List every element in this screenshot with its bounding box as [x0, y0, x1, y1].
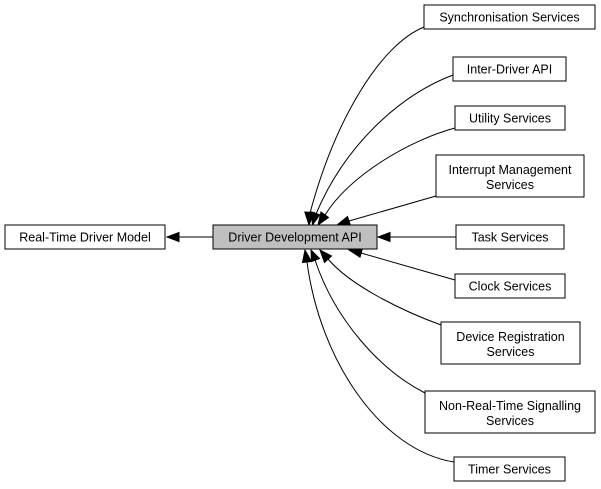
node-label: Task Services [471, 231, 548, 245]
node-task-services[interactable]: Task Services [455, 224, 565, 250]
node-label: Real-Time Driver Model [19, 231, 151, 245]
node-label: Services [487, 345, 535, 359]
node-utility-services[interactable]: Utility Services [454, 105, 566, 131]
edge-clock-to-dda [347, 247, 456, 281]
node-synchronisation-services[interactable]: Synchronisation Services [423, 4, 596, 30]
node-inter-driver-api[interactable]: Inter-Driver API [452, 56, 567, 82]
node-label: Timer Services [468, 463, 551, 477]
edge-synchronisation-to-dda [304, 26, 425, 227]
edge-device-registration-to-dda [319, 248, 442, 326]
node-label: Synchronisation Services [439, 11, 579, 25]
node-label: Utility Services [469, 112, 551, 126]
node-label: Interrupt Management [449, 163, 573, 177]
edge-nrt-signalling-to-dda [310, 248, 426, 394]
edge-task-to-dda [376, 231, 456, 243]
node-label: Services [486, 414, 534, 428]
node-label: Services [486, 178, 534, 192]
edges [165, 26, 456, 463]
edge-dda-to-rtdm [165, 231, 213, 243]
node-non-real-time-signalling-services[interactable]: Non-Real-Time Signalling Services [424, 390, 596, 434]
node-label: Clock Services [469, 280, 552, 294]
edge-inter-driver-to-dda [310, 74, 454, 227]
nodes: Real-Time Driver Model Driver Developmen… [4, 4, 596, 482]
node-device-registration-services[interactable]: Device Registration Services [440, 321, 581, 365]
node-driver-development-api[interactable]: Driver Development API [212, 224, 378, 250]
node-interrupt-management-services[interactable]: Interrupt Management Services [435, 154, 585, 198]
node-label: Non-Real-Time Signalling [439, 399, 581, 413]
node-label: Device Registration [456, 330, 564, 344]
node-clock-services[interactable]: Clock Services [454, 273, 566, 299]
node-timer-services[interactable]: Timer Services [453, 456, 566, 482]
edge-timer-to-dda [301, 248, 455, 463]
node-label: Inter-Driver API [467, 63, 552, 77]
edge-interrupt-to-dda [335, 195, 437, 226]
node-real-time-driver-model[interactable]: Real-Time Driver Model [4, 224, 166, 250]
edge-utility-to-dda [317, 127, 456, 227]
node-label: Driver Development API [228, 231, 361, 245]
